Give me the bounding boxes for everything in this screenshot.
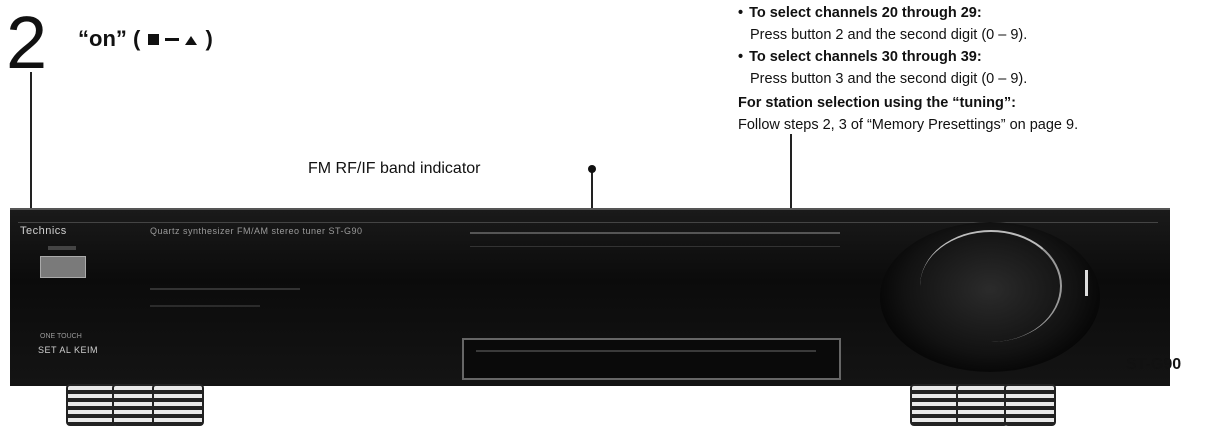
brand-logo: Technics [20,225,67,237]
model-label: ST-G90 [1126,356,1182,373]
step-leader-vertical [30,72,32,272]
front-badge: SET AL KEIM [38,345,99,355]
panel-top-trim [18,222,1158,223]
step-label-prefix: “on” ( [78,26,147,51]
step-label: “on” ( ) [78,26,213,52]
display-scale [476,350,816,352]
badge-caption: ONE TOUCH [40,333,82,340]
instruction-detail: Press button 2 and the second digit (0 –… [750,27,1028,43]
callout-dot [588,165,596,173]
instruction-detail: Press button 3 and the second digit (0 –… [750,71,1028,87]
power-indicator [48,246,76,250]
instruction-heading: For station selection using the “tuning”… [738,95,1016,111]
eject-triangle-icon [185,36,198,45]
device-foot [66,384,118,426]
step-label-suffix: ) [199,26,213,51]
band-indicator-label: FM RF/IF band indicator [308,160,481,177]
instruction-bullet: To select channels 20 through 29: [738,2,1218,24]
device-foot [956,384,1008,426]
panel-trim [150,288,300,290]
instruction-text: Follow steps 2, 3 of “Memory Presettings… [738,117,1079,133]
frequency-display [462,338,841,380]
knob-highlight [920,230,1062,342]
step-number: 2 [6,1,47,84]
upper-trim-line [470,232,840,234]
panel-trim [150,305,260,307]
device-foot [152,384,204,426]
power-button[interactable] [40,256,86,278]
series-text: Quartz synthesizer FM/AM stereo tuner ST… [150,226,363,236]
device-foot [1004,384,1056,426]
dash-icon [165,38,180,41]
instruction-block: To select channels 20 through 29: Press … [738,2,1218,136]
stop-square-icon [148,34,160,45]
instruction-bullet: To select channels 30 through 39: [738,46,1218,68]
knob-edge-marker [1085,270,1088,296]
device-foot [910,384,962,426]
band-indicator-area [470,246,840,247]
